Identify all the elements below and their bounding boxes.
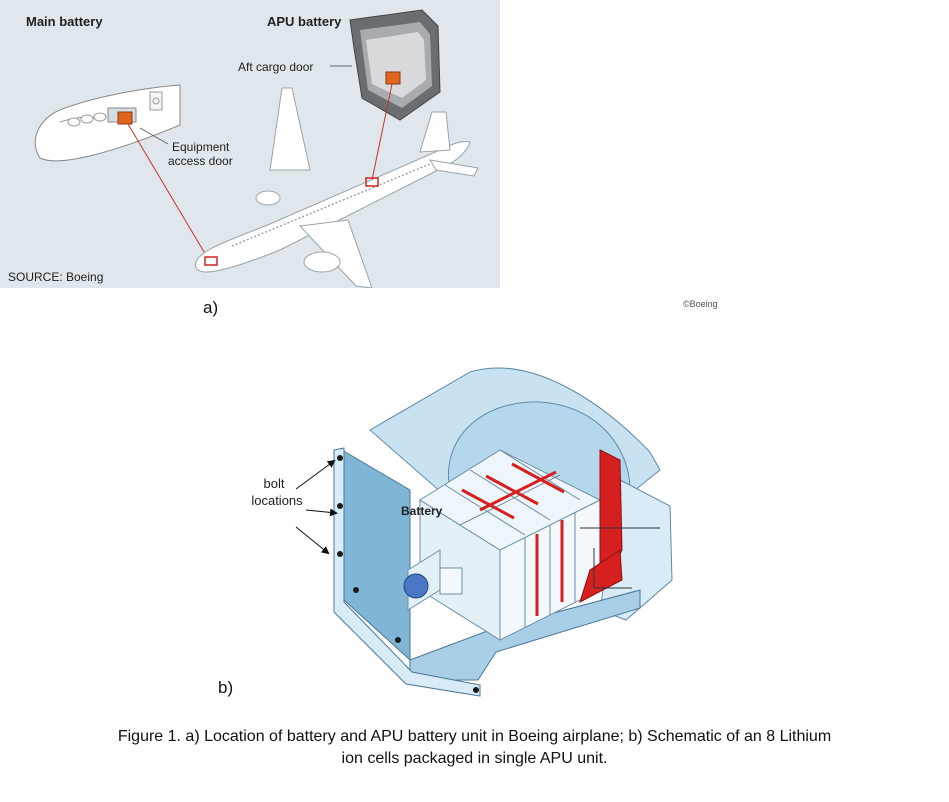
figure-a-panel: Main battery APU battery Aft cargo door … [0,0,500,288]
caption-line-2: ion cells packaged in single APU unit. [341,750,608,767]
bolt-hole [395,637,401,643]
bolt-hole [337,503,343,509]
bolt-hole [337,455,343,461]
connector-cap [403,573,429,599]
aft-cargo-door-label: Aft cargo door [238,60,314,74]
bolt-hole [337,551,343,557]
bolt-hole [353,587,359,593]
airplane-illustration [34,9,479,288]
subfigure-b-label: b) [218,678,234,697]
bolt-hole [473,687,479,693]
nose-closeup [34,84,181,162]
bolt-arrows [295,459,338,555]
battery-label: Battery [401,504,443,518]
source-label: SOURCE: Boeing [8,270,104,284]
airplane [195,87,479,288]
bolt-holes [337,455,479,693]
main-battery-marker [204,256,218,266]
equipment-label-line1: Equipment [172,140,230,154]
main-battery-label: Main battery [26,14,103,29]
caption-line-1: Figure 1. a) Location of battery and APU… [117,728,832,745]
apu-battery-box [385,71,401,85]
apu-battery-label: APU battery [267,14,342,29]
bolt-locations-line1: bolt [263,476,285,491]
bolt-locations-line2: locations [251,493,303,508]
copyright-label: ©Boeing [683,299,718,309]
equipment-label-line2: access door [168,154,233,168]
apu-unit-schematic [333,367,673,697]
apu-battery-marker [365,177,379,187]
figure-caption: Figure 1. a) Location of battery and APU… [40,726,909,770]
subfigure-a-label: a) [203,298,219,317]
main-battery-box [117,111,133,125]
